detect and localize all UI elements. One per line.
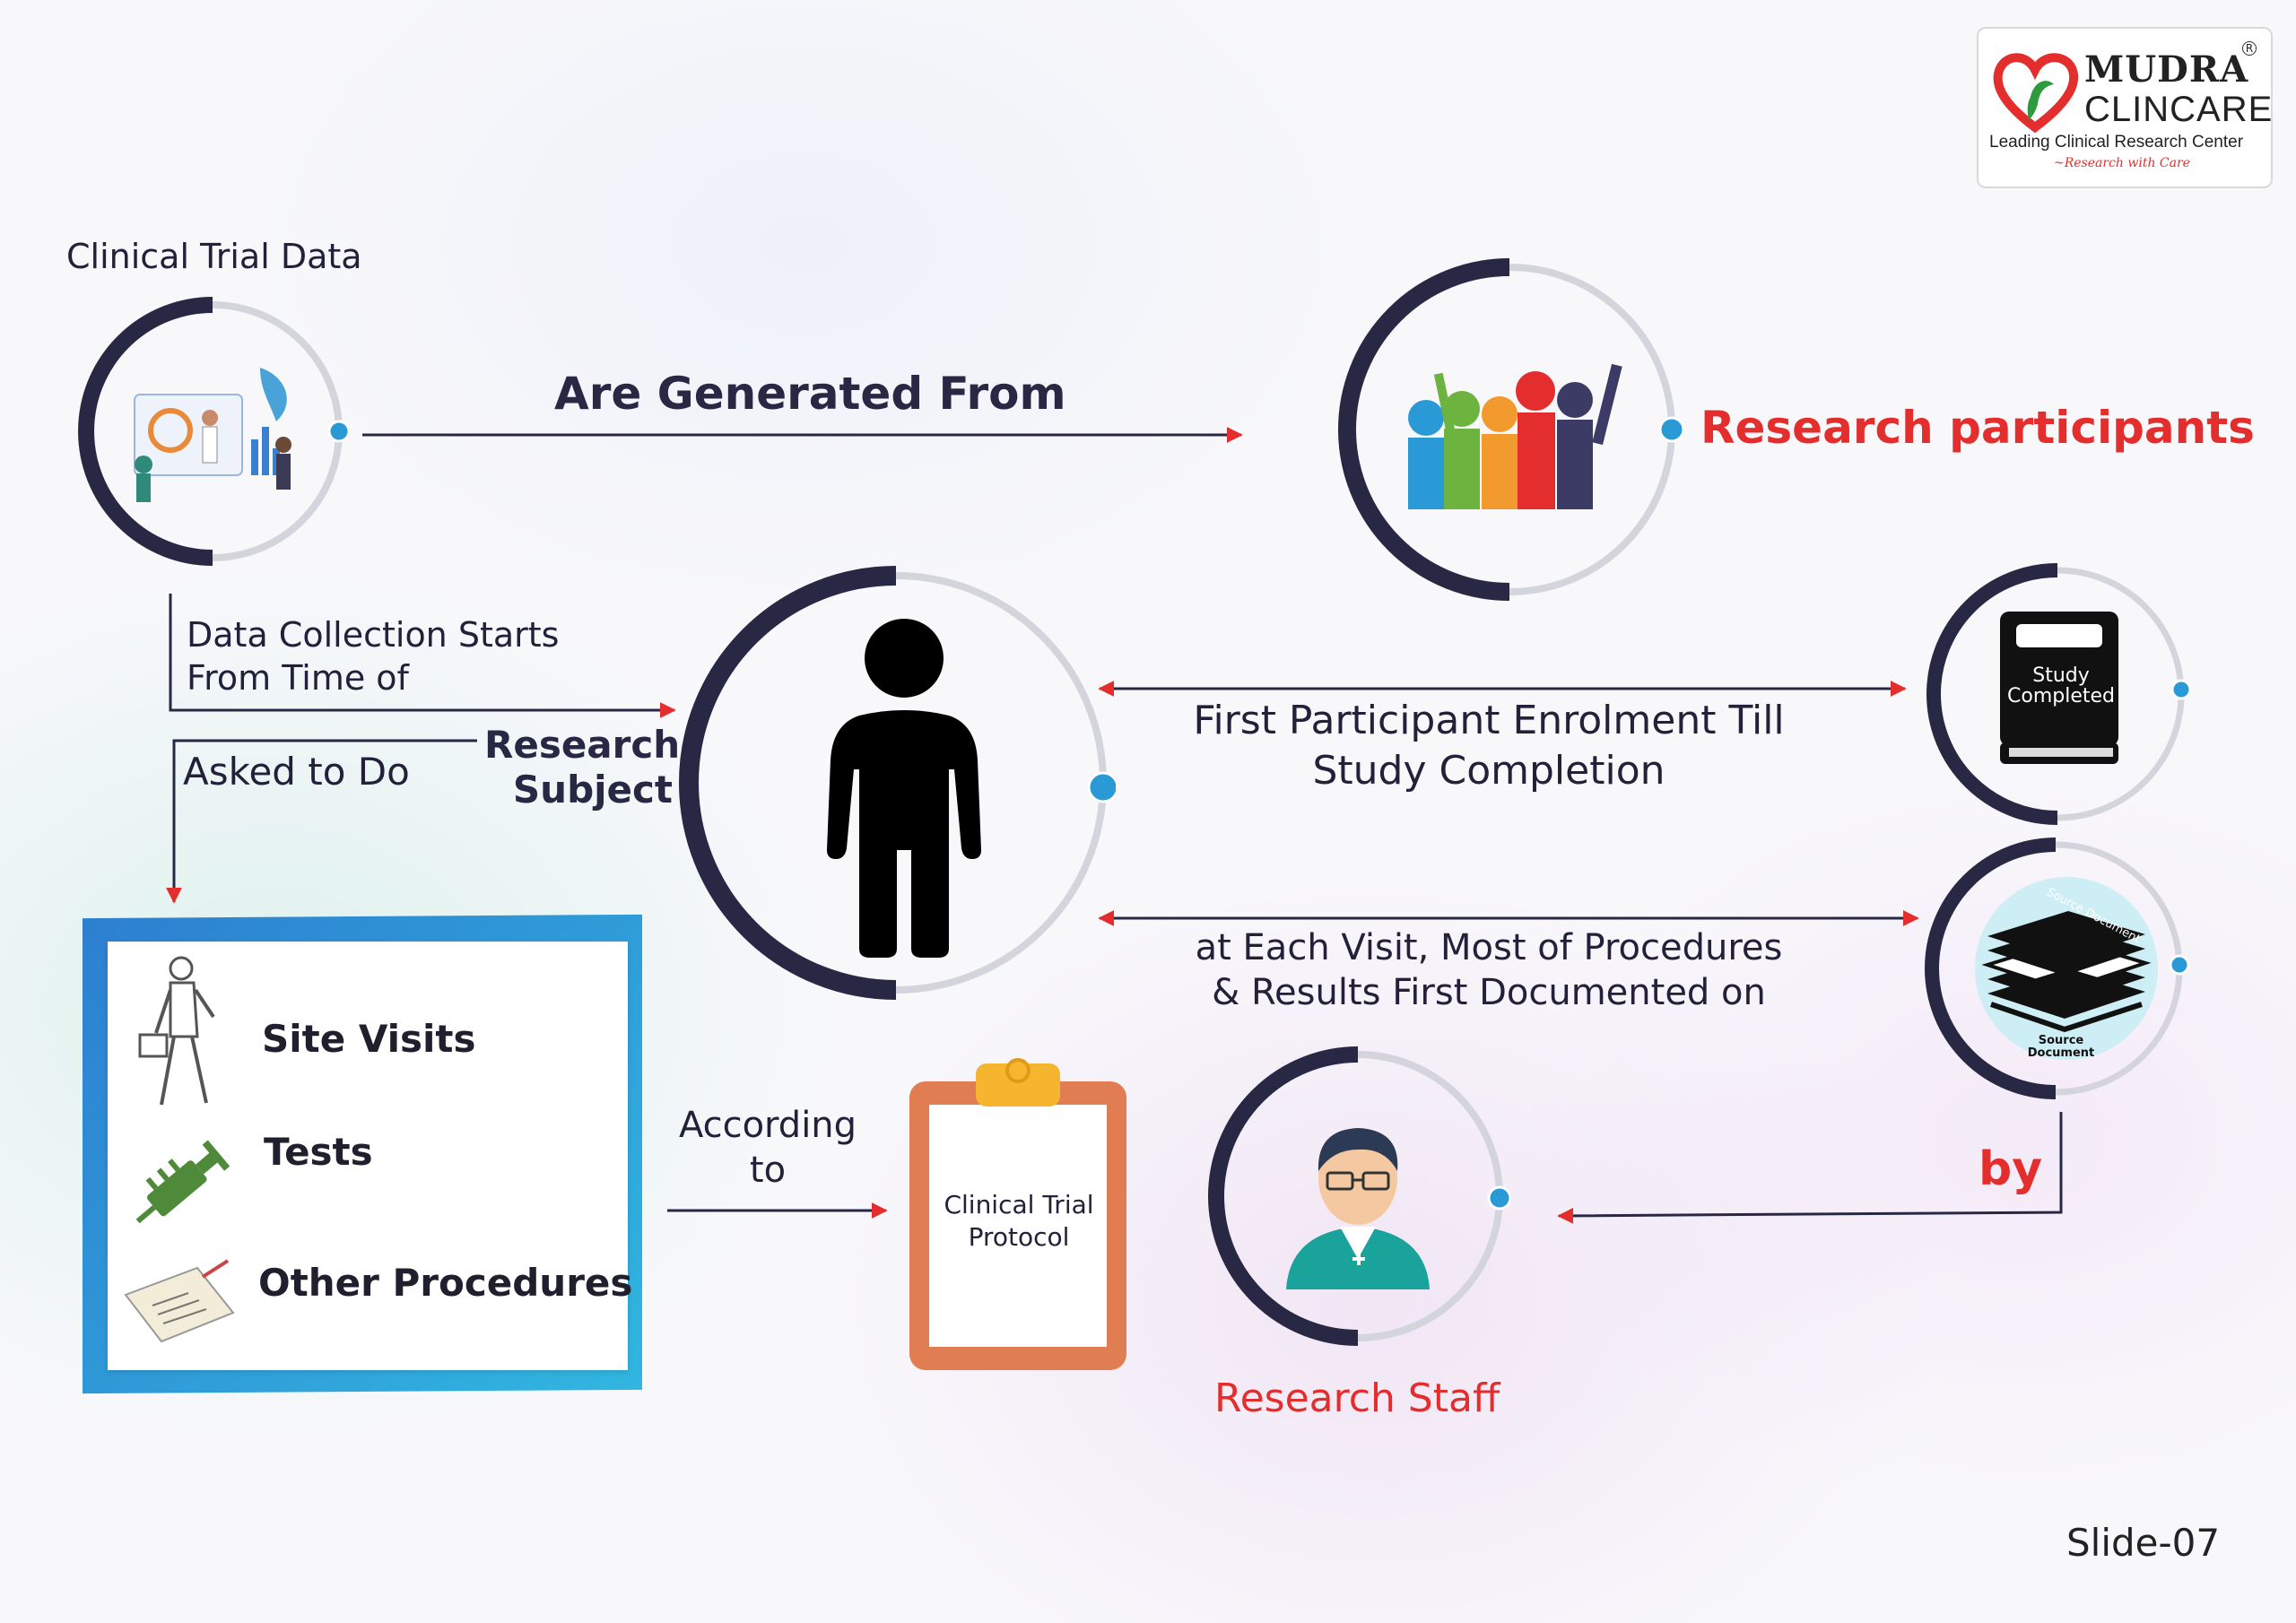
generated-from-label: Are Generated From — [554, 368, 1066, 420]
by-label: by — [1979, 1142, 2043, 1196]
clipboard-writing-icon — [124, 1259, 235, 1343]
logo-name-line2: CLINCARE — [2084, 90, 2274, 129]
research-subject-line1: Research — [484, 723, 681, 767]
each-visit-label: at Each Visit, Most of Procedures & Resu… — [1175, 925, 1803, 1015]
according-to-label: According to — [660, 1103, 875, 1193]
clinical-trial-data-label: Clinical Trial Data — [66, 237, 362, 276]
data-collection-label: Data Collection Starts From Time of — [187, 613, 559, 699]
ring-source-document — [1925, 838, 2190, 1099]
syringe-icon — [135, 1140, 230, 1224]
study-completed-line1: Study — [2032, 664, 2090, 687]
person-silhouette-icon — [827, 619, 981, 958]
company-logo: MUDRA CLINCARE Leading Clinical Research… — [1977, 27, 2273, 188]
arrow-data-collection — [169, 594, 676, 718]
research-subject-line2: Subject — [512, 768, 673, 812]
arrow-by — [1557, 1112, 2063, 1224]
study-completed-line2: Completed — [2007, 685, 2115, 707]
each-visit-line1: at Each Visit, Most of Procedures — [1195, 927, 1783, 968]
registered-mark: R — [2242, 41, 2257, 56]
ring-clinical-trial-data — [78, 297, 351, 566]
research-staff-label: Research Staff — [1214, 1376, 1500, 1421]
research-subject-label: Research Subject — [484, 723, 681, 812]
protocol-line2: Protocol — [968, 1222, 1070, 1252]
clipboard-protocol-icon — [909, 1058, 1126, 1370]
procedure-site-visits: Site Visits — [262, 1017, 476, 1061]
ring-research-staff — [1208, 1046, 1510, 1346]
doctor-avatar-icon — [1286, 1128, 1430, 1289]
procedure-tests: Tests — [264, 1130, 373, 1174]
asked-to-do-label: Asked to Do — [183, 750, 410, 794]
data-collection-line1: Data Collection Starts — [187, 615, 560, 655]
study-completed-label: Study Completed — [2000, 665, 2122, 707]
book-icon — [2000, 612, 2118, 764]
each-visit-line2: & Results First Documented on — [1212, 972, 1766, 1013]
logo-name: MUDRA — [2084, 48, 2249, 91]
procedure-other: Other Procedures — [258, 1261, 633, 1305]
businessman-walking-icon — [138, 956, 215, 1106]
protocol-label: Clinical Trial Protocol — [929, 1189, 1109, 1254]
people-group-icon — [1408, 363, 1622, 509]
document-stack-icon — [1975, 877, 2158, 1060]
logo-tagline: Leading Clinical Research Center — [1989, 133, 2244, 152]
ring-research-participants — [1338, 258, 1684, 601]
enrolment-line2: Study Completion — [1312, 748, 1665, 794]
arrow-asked-to-do — [166, 739, 477, 904]
source-document-bottom-line1: Source — [2038, 1034, 2084, 1047]
enrolment-line1: First Participant Enrolment Till — [1193, 698, 1785, 743]
ring-research-subject — [679, 566, 1116, 1000]
source-document-bottom-line2: Document — [2027, 1046, 2095, 1060]
data-collection-line2: From Time of — [187, 658, 409, 698]
according-line2: to — [749, 1150, 787, 1191]
slide-number: Slide-07 — [2066, 1521, 2221, 1565]
protocol-line1: Clinical Trial — [944, 1190, 1094, 1219]
heart-logo-icon — [1993, 53, 2079, 134]
ring-study-completed — [1926, 563, 2192, 825]
research-participants-label: Research participants — [1700, 402, 2255, 454]
enrolment-label: First Participant Enrolment Till Study C… — [1175, 696, 1803, 796]
data-analysis-illustration-icon — [134, 368, 291, 502]
according-line1: According — [678, 1105, 857, 1146]
source-document-bottom-label: Source Document — [2014, 1035, 2108, 1060]
logo-motto: ~Research with Care — [2054, 156, 2190, 170]
